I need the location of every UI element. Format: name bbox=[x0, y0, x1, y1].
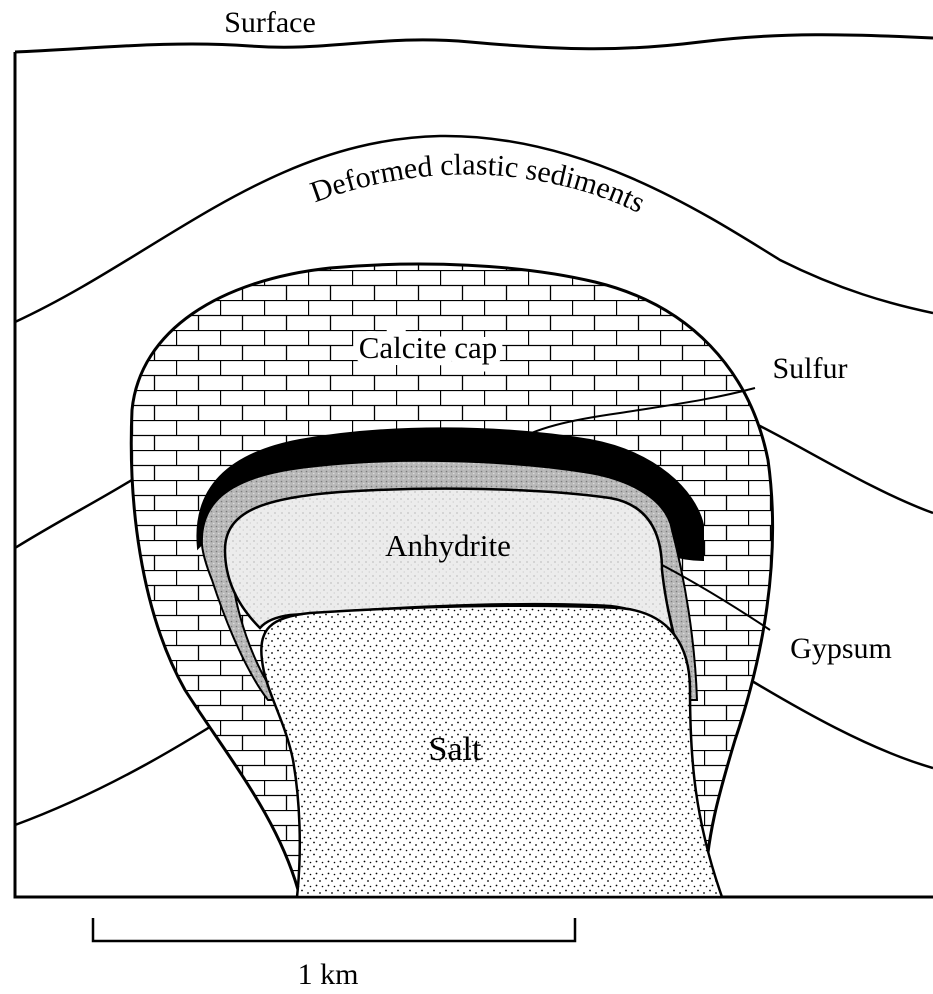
surface-line bbox=[15, 35, 933, 52]
gypsum-label: Gypsum bbox=[790, 632, 892, 665]
scale-label: 1 km bbox=[298, 958, 359, 991]
scale-bar bbox=[93, 918, 575, 941]
salt-label: Salt bbox=[429, 731, 482, 768]
salt-stock bbox=[261, 606, 722, 897]
surface-label: Surface bbox=[224, 6, 316, 39]
calcite-cap-label: Calcite cap bbox=[359, 330, 498, 365]
sulfur-label: Sulfur bbox=[773, 352, 848, 385]
sediments-label: Deformed clastic sediments bbox=[306, 148, 650, 219]
anhydrite-label: Anhydrite bbox=[385, 528, 511, 563]
